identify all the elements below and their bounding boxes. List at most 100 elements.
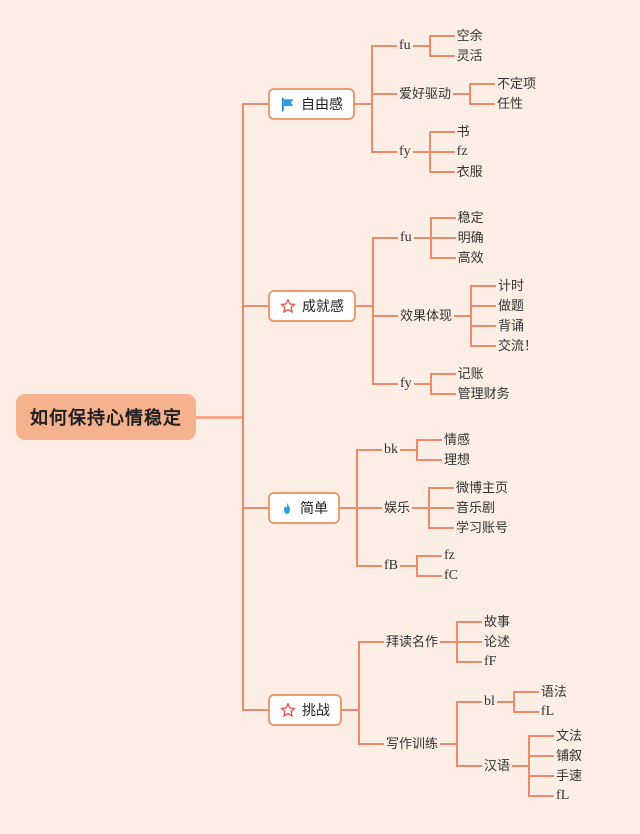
connector-line <box>196 415 242 419</box>
branch-connector: 汉语 文法铺叙手速 fL <box>456 724 584 808</box>
node-row: 语法 <box>539 684 569 700</box>
leaf-node[interactable]: 不定项 <box>497 76 537 91</box>
connector-line <box>496 701 513 703</box>
leaf-node[interactable]: 书 <box>456 124 470 139</box>
node-row: 情感 <box>442 432 472 448</box>
topic-node[interactable]: fu <box>400 230 412 245</box>
branch-node[interactable]: 成就感 <box>268 290 356 322</box>
branch-connector: 简单 bk 情感理想娱乐 微博主页音乐剧学习账号 fB fz fC <box>242 417 584 599</box>
leaf-node[interactable]: 管理财务 <box>457 386 510 401</box>
leaf-node[interactable]: 语法 <box>540 684 567 699</box>
branch-node[interactable]: 自由感 <box>268 88 355 120</box>
branch-label: 自由感 <box>301 96 343 112</box>
connector-line <box>400 565 416 567</box>
node-row: 记账 <box>456 366 486 382</box>
leaf-node[interactable]: 交流！ <box>498 338 538 353</box>
connector-line <box>413 383 430 385</box>
node-row: fC <box>442 568 460 584</box>
flag-icon <box>280 97 295 112</box>
leaf-node[interactable]: 计时 <box>498 278 525 293</box>
children-column: 拜读名作 故事论述 fF 写作训练 bl 语法 fL 汉语 文法铺叙手速 fL <box>358 608 584 812</box>
leaf-node[interactable]: 衣服 <box>456 164 483 179</box>
leaf-node[interactable]: 文法 <box>556 728 583 743</box>
branch-node[interactable]: 简单 <box>268 492 340 524</box>
branch-connector: 娱乐 微博主页音乐剧学习账号 <box>356 474 510 542</box>
node-row: 计时 <box>496 278 526 294</box>
leaf-node[interactable]: fF <box>484 654 497 669</box>
children-column: fu 稳定明确高效效果体现 计时做题背诵交流！ fy 记账管理财务 <box>372 204 539 408</box>
node-row: fB fz fC <box>382 546 460 586</box>
leaf-node[interactable]: 论述 <box>484 634 511 649</box>
node-row: 音乐剧 <box>454 500 497 516</box>
topic-node[interactable]: 拜读名作 <box>386 634 439 649</box>
leaf-node[interactable]: fz <box>456 144 468 159</box>
mindmap-canvas: 如何保持心情稳定 自由感 fu 空余灵活爱好驱动 不定项任性 fy 书 fz 衣服成就感 fu 稳定… <box>0 13 584 821</box>
leaf-node[interactable]: 记账 <box>457 366 484 381</box>
leaf-node[interactable]: fL <box>556 788 570 803</box>
node-row: 明确 <box>456 230 486 246</box>
leaf-node[interactable]: 空余 <box>456 28 483 43</box>
leaf-node[interactable]: 理想 <box>444 452 471 467</box>
topic-node[interactable]: 爱好驱动 <box>399 86 452 101</box>
branch-connector: 书 <box>428 122 485 142</box>
leaf-node[interactable]: 微博主页 <box>456 480 509 495</box>
topic-node[interactable]: fy <box>400 376 412 391</box>
leaf-node[interactable]: 稳定 <box>457 210 484 225</box>
node-row: 灵活 <box>455 48 485 64</box>
topic-node[interactable]: fy <box>399 144 411 159</box>
leaf-node[interactable]: 情感 <box>444 432 471 447</box>
leaf-node[interactable]: 做题 <box>498 298 525 313</box>
leaf-node[interactable]: fC <box>444 568 458 583</box>
leaf-node[interactable]: 音乐剧 <box>456 500 496 515</box>
topic-node[interactable]: 娱乐 <box>384 500 411 515</box>
branch-connector: 写作训练 bl 语法 fL 汉语 文法铺叙手速 fL <box>358 676 584 812</box>
branch-connector: 情感 <box>416 430 472 450</box>
children-column: fz fC <box>416 546 460 586</box>
root-node[interactable]: 如何保持心情稳定 <box>16 394 196 440</box>
node-row: 任性 <box>495 96 525 112</box>
branch-connector: 高效 <box>429 248 486 268</box>
leaf-node[interactable]: 学习账号 <box>456 520 509 535</box>
branch-connector: fu 稳定明确高效 <box>372 204 539 272</box>
branch-connector: fy 书 fz 衣服 <box>371 118 538 186</box>
leaf-node[interactable]: 高效 <box>457 250 484 265</box>
node-row: 写作训练 bl 语法 fL 汉语 文法铺叙手速 fL <box>384 680 584 808</box>
star-icon <box>280 702 296 718</box>
branch-connector: fz <box>416 546 460 566</box>
leaf-node[interactable]: 灵活 <box>456 48 483 63</box>
leaf-node[interactable]: 任性 <box>497 96 524 111</box>
node-row: 空余 <box>455 28 485 44</box>
leaf-node[interactable]: 手速 <box>556 768 583 783</box>
leaf-node[interactable]: 背诵 <box>498 318 525 333</box>
node-row: 汉语 文法铺叙手速 fL <box>482 726 584 806</box>
branch-node[interactable]: 挑战 <box>268 694 342 726</box>
connector-line <box>454 315 471 317</box>
leaf-node[interactable]: 铺叙 <box>556 748 583 763</box>
topic-node[interactable]: 汉语 <box>484 758 511 773</box>
node-row: 衣服 <box>455 164 485 180</box>
topic-node[interactable]: fu <box>399 38 411 53</box>
node-row: 微博主页 <box>454 480 510 496</box>
topic-node[interactable]: bl <box>484 694 495 709</box>
connector-line <box>412 151 429 153</box>
children-column: 微博主页音乐剧学习账号 <box>428 478 510 538</box>
topic-node[interactable]: 效果体现 <box>400 308 453 323</box>
topic-node[interactable]: 写作训练 <box>386 736 439 751</box>
node-row: 拜读名作 故事论述 fF <box>384 612 512 672</box>
branch-connector: 铺叙 <box>528 746 584 766</box>
topic-node[interactable]: fB <box>384 558 398 573</box>
leaf-node[interactable]: 明确 <box>457 230 484 245</box>
connector-line <box>453 93 470 95</box>
node-row: bl 语法 fL <box>482 682 569 722</box>
leaf-node[interactable]: fL <box>540 704 555 719</box>
leaf-node[interactable]: fz <box>444 548 455 563</box>
topic-node[interactable]: bk <box>384 442 398 457</box>
branch-connector: 计时 <box>470 276 539 296</box>
node-row: 论述 <box>482 634 512 650</box>
leaf-node[interactable]: 故事 <box>484 614 511 629</box>
branch-connector: fL <box>528 786 584 806</box>
children-column: 书 fz 衣服 <box>428 122 485 182</box>
node-row: 稳定 <box>456 210 486 226</box>
branch-connector: 音乐剧 <box>428 498 510 518</box>
node-row: 高效 <box>456 250 486 266</box>
